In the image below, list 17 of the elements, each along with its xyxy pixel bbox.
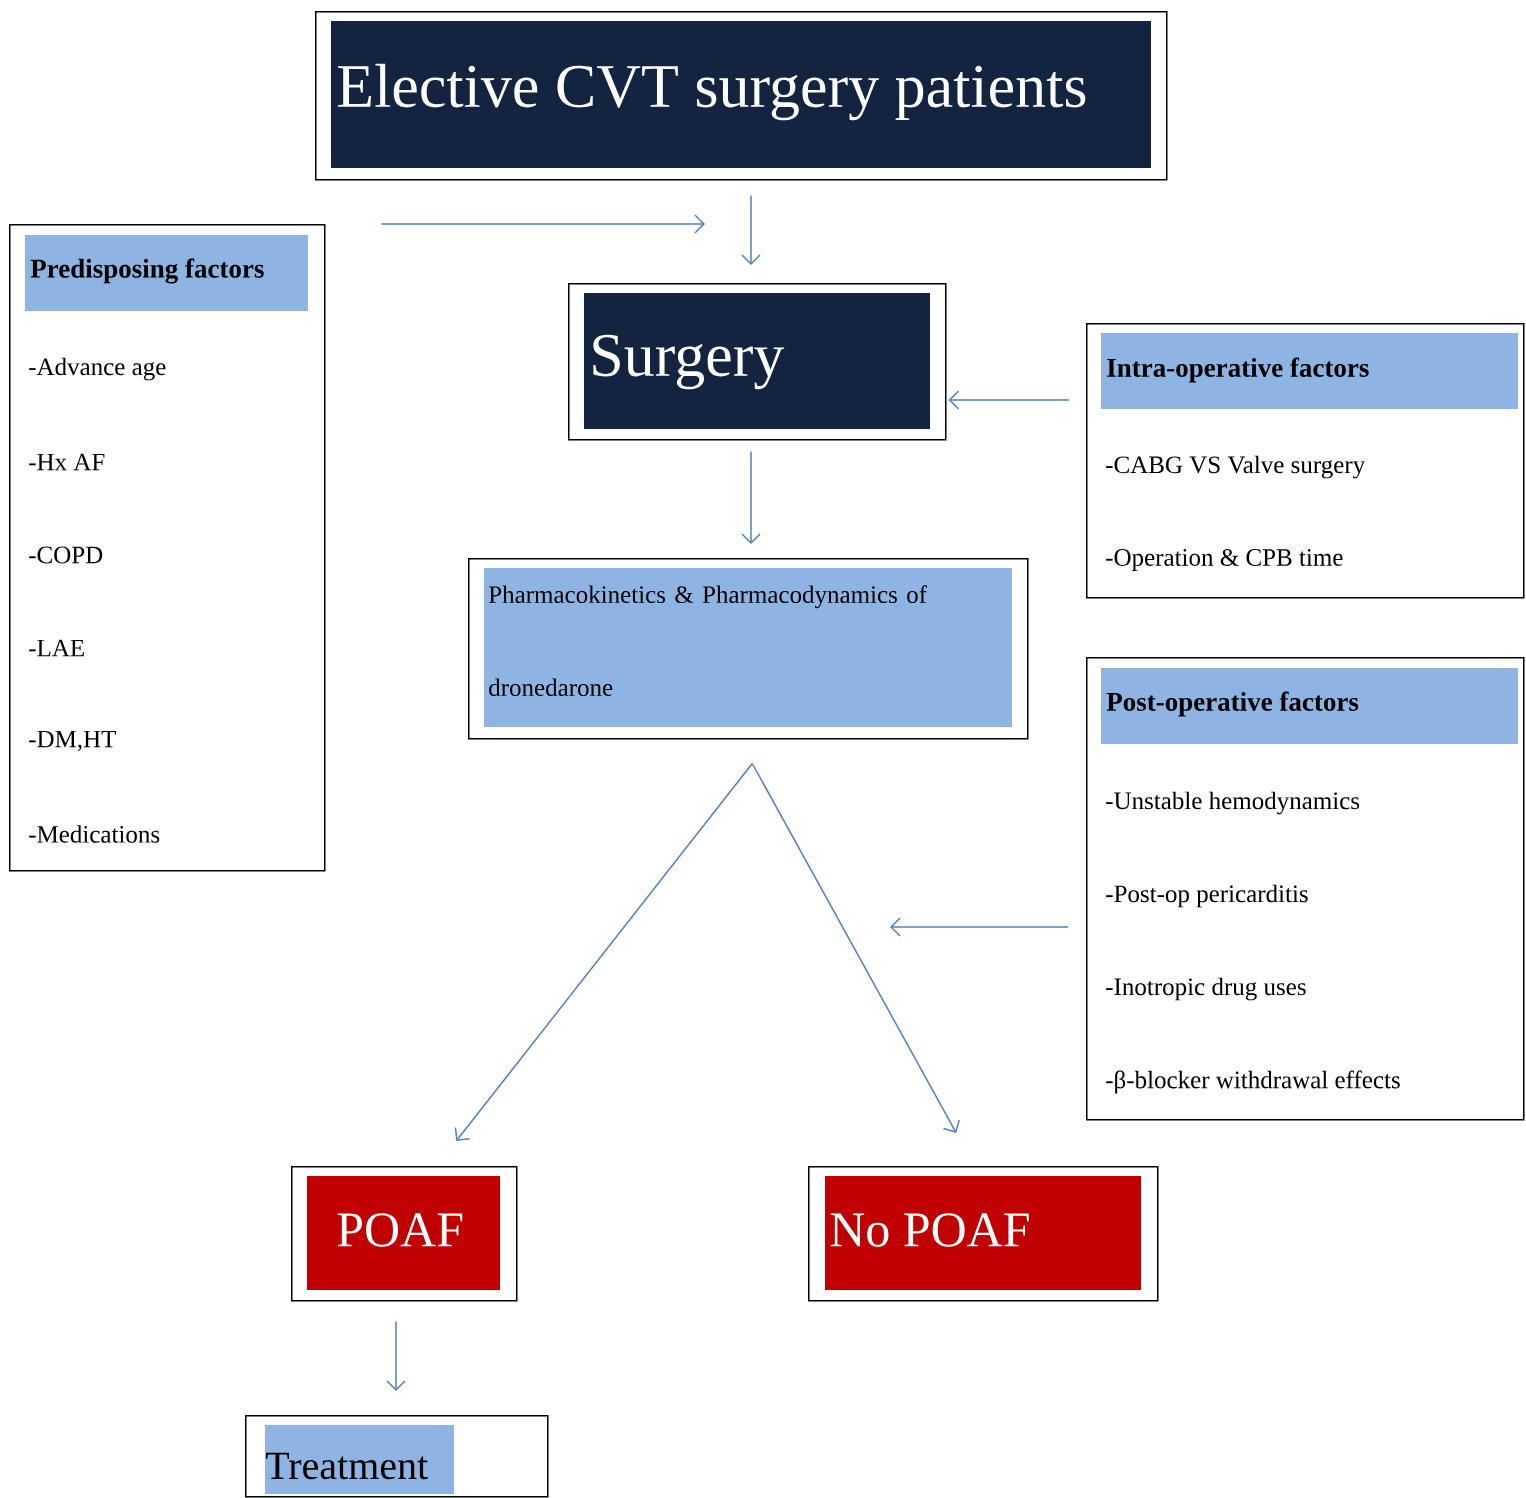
title-box: Elective CVT surgery patients	[315, 11, 1168, 181]
arrow	[454, 762, 753, 1141]
arrow	[386, 1320, 406, 1391]
arrow	[380, 214, 705, 234]
outcome-box: No POAF	[808, 1166, 1159, 1302]
outcome-box: Treatment	[245, 1415, 549, 1498]
factor-list-box: Post-operative factors -Unstable hemodynamics -Post-op pericarditis -Inotropic drug uses -β-blocker withdrawal effects	[1086, 657, 1525, 1121]
outcome-box: POAF	[291, 1166, 518, 1302]
arrow	[751, 762, 961, 1133]
arrow	[890, 917, 1069, 937]
process-box: Pharmacokinetics & Pharmacodynamics of dronedarone	[468, 558, 1029, 740]
process-box: Surgery	[568, 283, 947, 441]
arrow	[741, 194, 761, 265]
factor-list-box: Intra-operative factors -CABG VS Valve surgery -Operation & CPB time	[1086, 323, 1525, 599]
arrow	[741, 450, 761, 544]
arrow	[948, 390, 1070, 410]
factor-list-box: Predisposing factors -Advance age -Hx AF -COPD -LAE -DM,HT -Medications	[9, 224, 326, 872]
